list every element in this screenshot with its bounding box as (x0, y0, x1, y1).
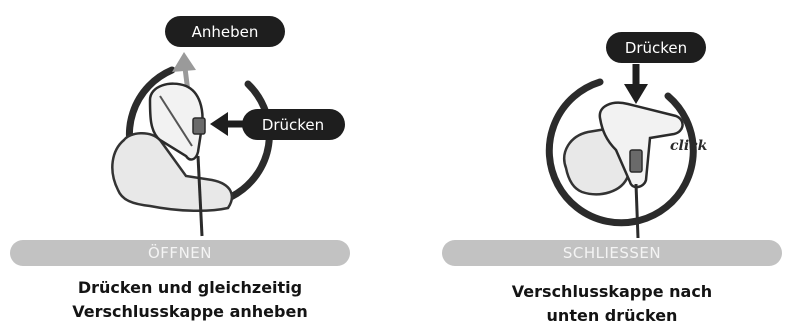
close-dial-ring (545, 78, 697, 227)
close-inhaler-illustration (598, 101, 684, 189)
press-down-arrow-icon (624, 64, 648, 104)
press-callout-open: Drücken (242, 109, 345, 140)
lift-callout-label: Anheben (192, 23, 259, 41)
open-illustration: Anheben Drücken (111, 16, 345, 237)
close-illustration: click Drücken (545, 32, 708, 239)
open-step-label: ÖFFNEN (10, 240, 350, 266)
open-caption-line-2: Verschlusskappe anheben (72, 302, 308, 321)
press-arrow-icon (210, 112, 244, 136)
press-callout-close-label: Drücken (625, 39, 687, 57)
close-step-label: SCHLIESSEN (442, 240, 782, 266)
instruction-illustrations: Anheben Drücken click Drücken (111, 16, 708, 239)
press-callout-close: Drücken (606, 32, 706, 63)
open-hand-illustration (111, 132, 233, 213)
open-caption: Drücken und gleichzeitig Verschlusskappe… (10, 276, 370, 324)
close-caption: Verschlusskappe nach unten drücken (442, 280, 782, 328)
press-callout-open-label: Drücken (262, 116, 324, 134)
open-caption-line-1: Drücken und gleichzeitig (77, 278, 303, 297)
lift-callout: Anheben (165, 16, 285, 47)
click-annotation: click (670, 138, 708, 154)
close-caption-line-1: Verschlusskappe nach (511, 282, 713, 301)
close-caption-line-2: unten drücken (546, 306, 678, 325)
